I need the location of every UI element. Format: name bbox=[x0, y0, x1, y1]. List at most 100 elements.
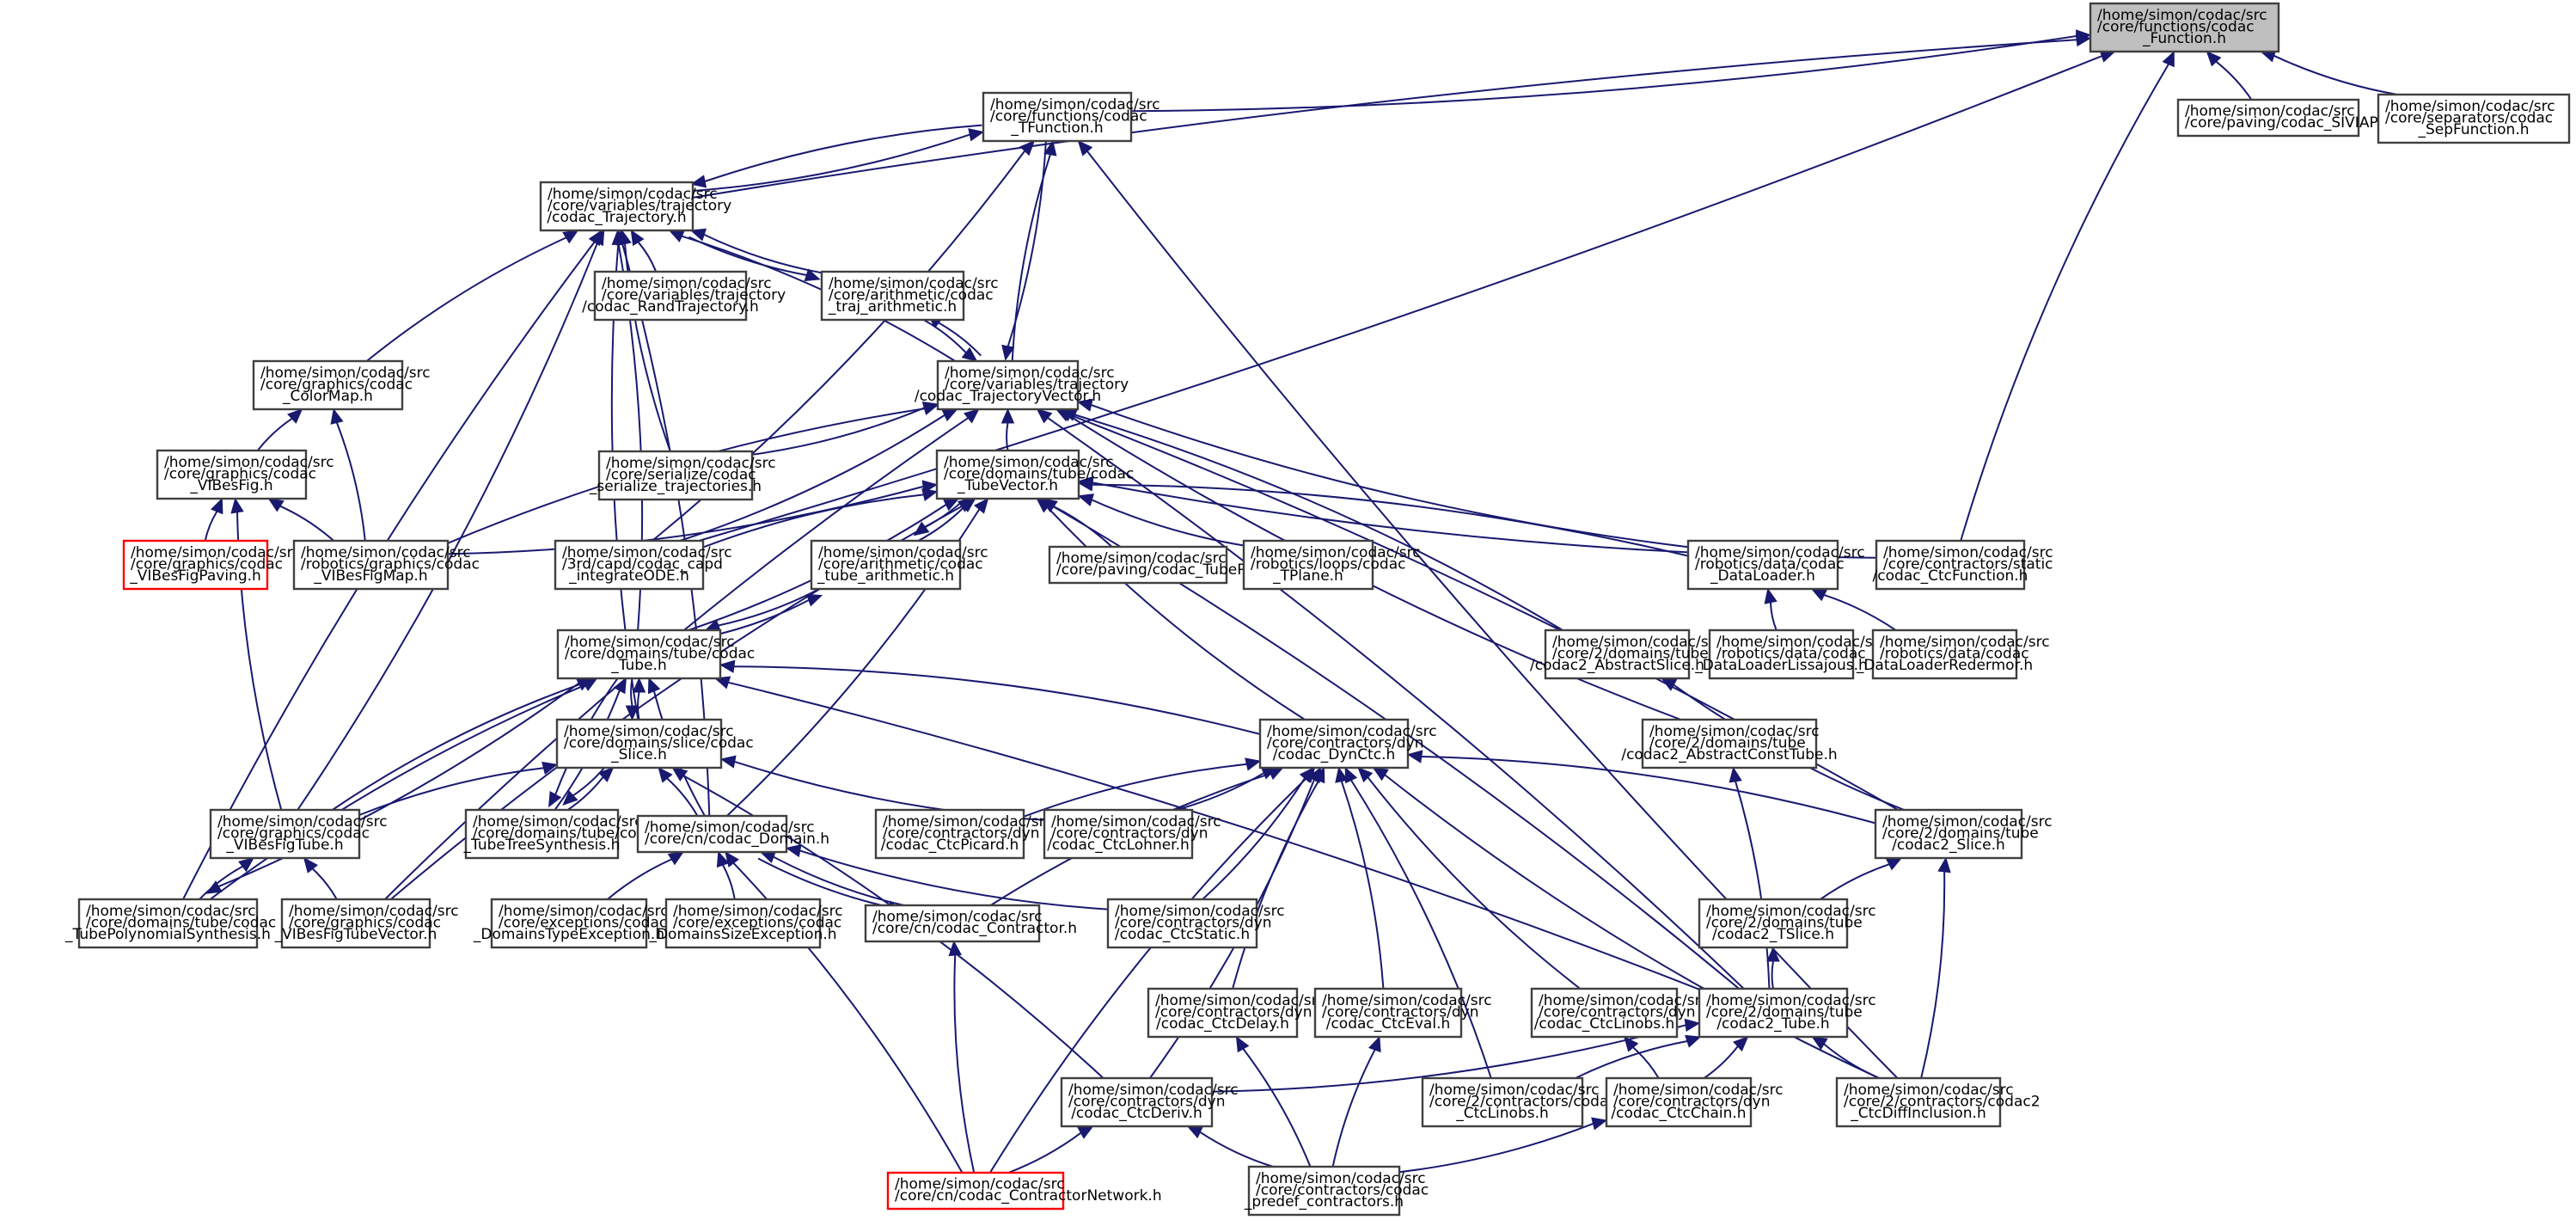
arrowhead-icon bbox=[713, 676, 731, 690]
edge-line bbox=[1820, 863, 1890, 900]
arrowhead-icon bbox=[287, 408, 303, 424]
node-abstractslice[interactable]: /home/simon/codac/src/core/2/domains/tub… bbox=[1530, 628, 1722, 680]
node-tube[interactable]: /home/simon/codac/src/core/domains/tube/… bbox=[556, 628, 755, 680]
node-domain[interactable]: /home/simon/codac/src/core/cn/codac_Doma… bbox=[636, 814, 829, 854]
node-tube-arithmetic[interactable]: /home/simon/codac/src/core/arithmetic/co… bbox=[810, 539, 988, 591]
node-serialize-trajectories[interactable]: /home/simon/codac/src/core/serialize/cod… bbox=[589, 450, 776, 501]
edge-DomainsTypeException-to-Domain bbox=[607, 851, 684, 900]
arrowhead-icon bbox=[957, 498, 974, 512]
node-label-line: /codac_CtcDelay.h bbox=[1156, 1015, 1289, 1033]
node-vibesfigtube[interactable]: /home/simon/codac/src/core/graphics/coda… bbox=[209, 808, 388, 860]
edge-line bbox=[1211, 1024, 1686, 1093]
arrowhead-icon bbox=[238, 857, 254, 873]
node-ctcdelay[interactable]: /home/simon/codac/src/core/contractors/d… bbox=[1147, 987, 1325, 1039]
arrowhead-icon bbox=[1077, 140, 1093, 156]
edge-line bbox=[2215, 60, 2253, 101]
node-dataloaderredermor[interactable]: /home/simon/codac/src/robotics/data/coda… bbox=[1856, 628, 2050, 680]
node-trajectory[interactable]: /home/simon/codac/src/core/variables/tra… bbox=[539, 181, 731, 232]
node-ctcdiffinclusion[interactable]: /home/simon/codac/src/core/2/contractors… bbox=[1835, 1076, 2041, 1128]
node-label-line: /home/simon/codac/src bbox=[1649, 723, 1820, 740]
arrowhead-icon bbox=[1245, 757, 1262, 771]
node-capd-integrateode[interactable]: /home/simon/codac/src/3rd/capd/codac_cap… bbox=[554, 539, 732, 591]
node-tubepolynomialsynthesis[interactable]: /home/simon/codac/src/core/domains/tube/… bbox=[64, 898, 276, 949]
arrowhead-icon bbox=[211, 497, 223, 515]
node-domainstypeexception[interactable]: /home/simon/codac/src/core/exceptions/co… bbox=[473, 898, 669, 949]
node-dynctc[interactable]: /home/simon/codac/src/core/contractors/d… bbox=[1258, 718, 1437, 769]
node-label-line: _SepFunction.h bbox=[2417, 121, 2529, 138]
edge-Trajectory-to-TFunction bbox=[692, 128, 985, 192]
node-label-line: _VIBesFig.h bbox=[189, 477, 272, 494]
arrowhead-icon bbox=[1335, 766, 1349, 783]
node-siviapaving[interactable]: /home/simon/codac/src/core/paving/codac_… bbox=[2176, 98, 2432, 138]
node-contractornetwork[interactable]: /home/simon/codac/src/core/cn/codac_Cont… bbox=[886, 1171, 1162, 1211]
node-ctclinobs[interactable]: /home/simon/codac/src/core/contractors/d… bbox=[1530, 987, 1709, 1039]
node-label-line: /home/simon/codac/src bbox=[473, 813, 643, 831]
arrowhead-icon bbox=[1041, 498, 1058, 512]
node-label-line: _CtcLinobs.h bbox=[1455, 1105, 1549, 1122]
arrowhead-icon bbox=[1076, 398, 1093, 412]
edge-line bbox=[1047, 506, 1306, 720]
node-ctcpicard[interactable]: /home/simon/codac/src/core/contractors/d… bbox=[874, 808, 1053, 860]
node-label-line: /core/graphics/codac bbox=[131, 555, 283, 573]
edge-line bbox=[703, 233, 823, 274]
node-label-line: /core/domains/tube/codac bbox=[473, 825, 663, 842]
node-vibesfigmap[interactable]: /home/simon/codac/src/robotics/graphics/… bbox=[292, 539, 480, 591]
edge-line bbox=[1398, 1122, 1594, 1174]
node-label-line: /robotics/loops/codac bbox=[1251, 555, 1405, 573]
arrowhead-icon bbox=[625, 705, 639, 721]
node-trajectoryvector[interactable]: /home/simon/codac/src/core/variables/tra… bbox=[915, 359, 1129, 411]
node-codac2-tube[interactable]: /home/simon/codac/src/core/2/domains/tub… bbox=[1698, 987, 1876, 1039]
node-ctcfunction[interactable]: /home/simon/codac/src/core/contractors/s… bbox=[1873, 539, 2053, 591]
arrowhead-icon bbox=[719, 755, 737, 769]
node-vibesfig[interactable]: /home/simon/codac/src/core/graphics/coda… bbox=[156, 449, 334, 500]
node-ctcstatic[interactable]: /home/simon/codac/src/core/contractors/d… bbox=[1106, 898, 1285, 949]
node-randtrajectory[interactable]: /home/simon/codac/src/core/variables/tra… bbox=[582, 270, 786, 322]
node-box bbox=[2176, 98, 2360, 138]
node-vibesfigtubevector[interactable]: /home/simon/codac/src/core/graphics/coda… bbox=[274, 898, 459, 949]
arrowhead-icon bbox=[1043, 139, 1057, 156]
node-ctcderiv[interactable]: /home/simon/codac/src/core/contractors/d… bbox=[1060, 1076, 1239, 1128]
node-tslice[interactable]: /home/simon/codac/src/core/2/domains/tub… bbox=[1698, 898, 1876, 949]
node-tubetreesynthesis[interactable]: /home/simon/codac/src/core/domains/tube/… bbox=[463, 808, 664, 860]
node-label-line: _DomainsTypeException.h bbox=[473, 926, 664, 943]
edge-DynCtc-to-TubeVector bbox=[1036, 498, 1306, 720]
arrowhead-icon bbox=[941, 408, 958, 422]
node-ctcchain[interactable]: /home/simon/codac/src/core/contractors/d… bbox=[1605, 1076, 1784, 1128]
node-vibesfigpaving[interactable]: /home/simon/codac/src/core/graphics/coda… bbox=[122, 539, 301, 591]
node-label-line: /core/contractors/static bbox=[1883, 555, 2053, 573]
node-label-line: /core/variables/trajectory bbox=[548, 197, 731, 214]
node-abstractconsttube[interactable]: /home/simon/codac/src/core/2/domains/tub… bbox=[1621, 718, 1838, 769]
node-tubevector[interactable]: /home/simon/codac/src/core/domains/tube/… bbox=[935, 449, 1134, 500]
node-codac2-ctclinobs[interactable]: /home/simon/codac/src/core/2/contractors… bbox=[1421, 1076, 1626, 1128]
edge-ContractorNetwork-to-DynCtc bbox=[988, 767, 1316, 1174]
node-tubepaving[interactable]: /home/simon/codac/src/core/paving/codac_… bbox=[1048, 545, 1300, 585]
node-contractor[interactable]: /home/simon/codac/src/core/cn/codac_Cont… bbox=[864, 904, 1077, 943]
node-traj-arithmetic[interactable]: /home/simon/codac/src/core/arithmetic/co… bbox=[820, 270, 999, 322]
node-colormap[interactable]: /home/simon/codac/src/core/graphics/coda… bbox=[252, 359, 431, 411]
node-ctceval[interactable]: /home/simon/codac/src/core/contractors/d… bbox=[1313, 987, 1492, 1039]
node-box bbox=[1874, 808, 2023, 860]
node-dataloader[interactable]: /home/simon/codac/src/robotics/data/coda… bbox=[1686, 539, 1865, 591]
edge-line bbox=[702, 494, 924, 549]
edge-line bbox=[1575, 1040, 1688, 1079]
edge-SepFunction-to-Function bbox=[2260, 49, 2398, 95]
node-tplane[interactable]: /home/simon/codac/src/robotics/loops/cod… bbox=[1242, 539, 1421, 591]
node-dataloaderlissajous[interactable]: /home/simon/codac/src/robotics/data/coda… bbox=[1694, 628, 1887, 680]
node-function[interactable]: /home/simon/codac/src/core/functions/cod… bbox=[2089, 2, 2280, 53]
node-label-line: /core/2/contractors/codac2 bbox=[1844, 1093, 2041, 1110]
edge-line bbox=[722, 864, 736, 900]
arrowhead-icon bbox=[615, 229, 629, 246]
edge-TubeVector-to-TrajectoryVector bbox=[1000, 408, 1015, 451]
node-tfunction[interactable]: /home/simon/codac/src/core/functions/cod… bbox=[982, 91, 1160, 143]
edge-line bbox=[297, 242, 599, 811]
node-slice[interactable]: /home/simon/codac/src/core/domains/slice… bbox=[555, 718, 754, 769]
node-ctclohner[interactable]: /home/simon/codac/src/core/contractors/d… bbox=[1043, 808, 1221, 860]
node-sepfunction[interactable]: /home/simon/codac/src/core/separators/co… bbox=[2377, 93, 2571, 144]
edge-VIBesFigMap-to-ColorMap bbox=[330, 408, 366, 542]
node-domainssizeexception[interactable]: /home/simon/codac/src/core/exceptions/co… bbox=[648, 898, 843, 949]
node-label-line: /codac2_AbstractSlice.h bbox=[1530, 657, 1704, 674]
arrowhead-icon bbox=[1235, 1035, 1250, 1053]
node-predef-contractors[interactable]: /home/simon/codac/src/core/contractors/c… bbox=[1244, 1165, 1429, 1217]
node-codac2-slice[interactable]: /home/simon/codac/src/core/2/domains/tub… bbox=[1874, 808, 2053, 860]
edge-line bbox=[1367, 776, 1582, 990]
